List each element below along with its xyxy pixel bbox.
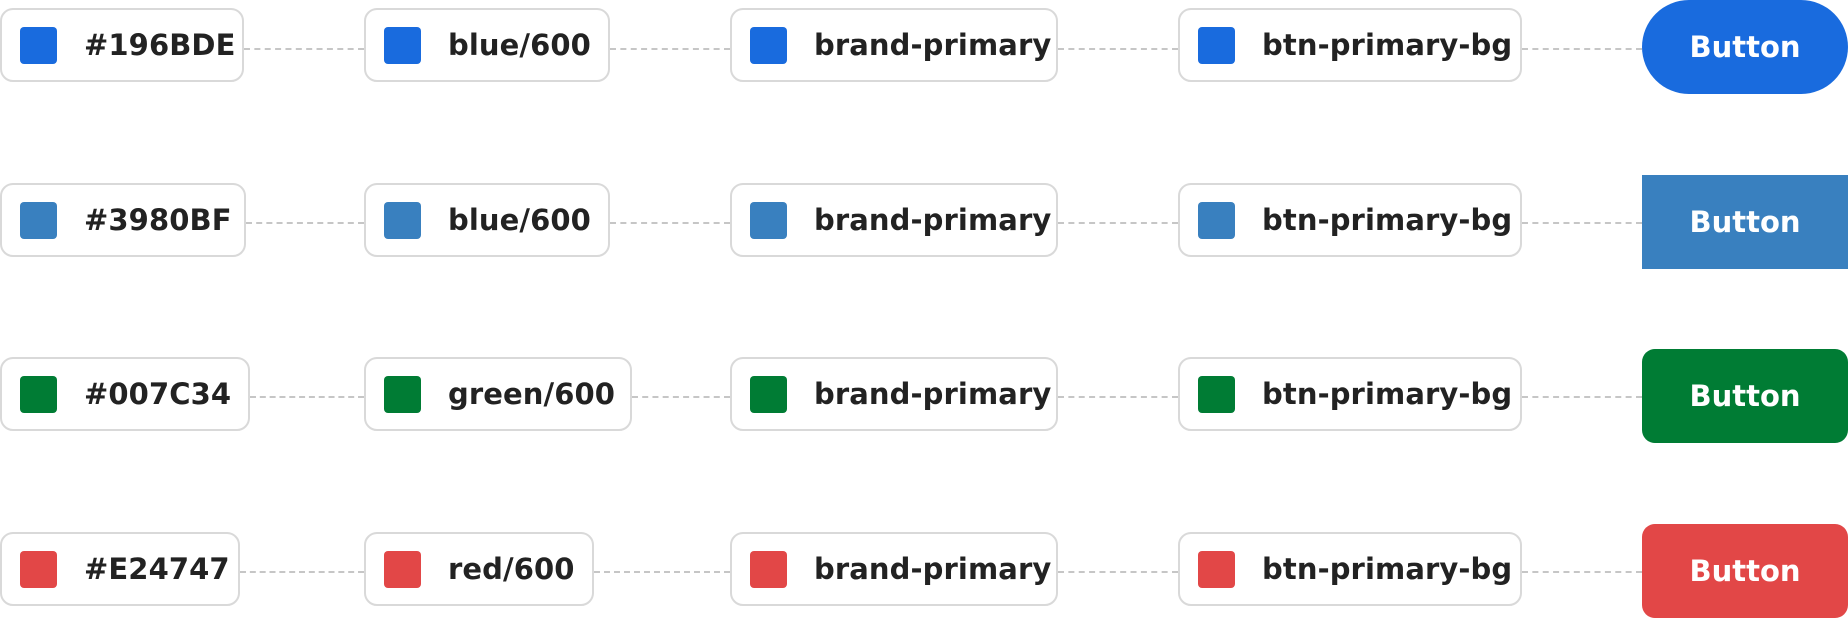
palette-token-label: red/600: [448, 552, 575, 586]
component-token-label: btn-primary-bg: [1262, 203, 1513, 237]
palette-token-node[interactable]: red/600: [364, 532, 594, 606]
preview-button[interactable]: Button: [1642, 524, 1848, 618]
hex-token-node[interactable]: #E24747: [0, 532, 240, 606]
connector-line: [1058, 48, 1178, 50]
connector-line: [1522, 396, 1642, 398]
palette-token-node[interactable]: blue/600: [364, 183, 610, 257]
palette-token-node[interactable]: green/600: [364, 357, 632, 431]
connector-line: [610, 222, 730, 224]
semantic-token-node[interactable]: brand-primary: [730, 183, 1058, 257]
color-swatch: [750, 550, 787, 588]
color-swatch: [750, 26, 787, 64]
semantic-token-node[interactable]: brand-primary: [730, 532, 1058, 606]
component-token-node[interactable]: btn-primary-bg: [1178, 532, 1522, 606]
semantic-token-label: brand-primary: [814, 552, 1052, 586]
connector-line: [240, 571, 364, 573]
connector-line: [246, 222, 364, 224]
component-token-node[interactable]: btn-primary-bg: [1178, 183, 1522, 257]
hex-token-label: #196BDE: [84, 28, 236, 62]
token-chain-row: #E24747 red/600 brand-primary btn-primar…: [0, 524, 1848, 624]
component-token-label: btn-primary-bg: [1262, 552, 1513, 586]
semantic-token-node[interactable]: brand-primary: [730, 8, 1058, 82]
connector-line: [1058, 222, 1178, 224]
palette-token-node[interactable]: blue/600: [364, 8, 610, 82]
connector-line: [610, 48, 730, 50]
color-swatch: [20, 201, 57, 239]
color-swatch: [1198, 375, 1235, 413]
color-swatch: [1198, 26, 1235, 64]
component-token-node[interactable]: btn-primary-bg: [1178, 8, 1522, 82]
hex-token-node[interactable]: #196BDE: [0, 8, 244, 82]
component-token-node[interactable]: btn-primary-bg: [1178, 357, 1522, 431]
connector-line: [1522, 48, 1642, 50]
component-token-label: btn-primary-bg: [1262, 28, 1513, 62]
connector-line: [1058, 396, 1178, 398]
preview-button[interactable]: Button: [1642, 349, 1848, 443]
connector-line: [1522, 222, 1642, 224]
hex-token-node[interactable]: #3980BF: [0, 183, 246, 257]
color-swatch: [1198, 550, 1235, 588]
color-swatch: [20, 550, 57, 588]
color-swatch: [1198, 201, 1235, 239]
semantic-token-label: brand-primary: [814, 377, 1052, 411]
token-chain-row: #196BDE blue/600 brand-primary btn-prima…: [0, 0, 1848, 100]
semantic-token-label: brand-primary: [814, 28, 1052, 62]
connector-line: [250, 396, 364, 398]
connector-line: [594, 571, 730, 573]
component-token-label: btn-primary-bg: [1262, 377, 1513, 411]
color-swatch: [384, 201, 421, 239]
preview-button[interactable]: Button: [1642, 175, 1848, 269]
connector-line: [1058, 571, 1178, 573]
connector-line: [244, 48, 364, 50]
color-swatch: [20, 26, 57, 64]
token-chain-row: #007C34 green/600 brand-primary btn-prim…: [0, 349, 1848, 449]
color-swatch: [384, 375, 421, 413]
color-swatch: [20, 375, 57, 413]
token-chain-row: #3980BF blue/600 brand-primary btn-prima…: [0, 175, 1848, 275]
semantic-token-node[interactable]: brand-primary: [730, 357, 1058, 431]
hex-token-label: #007C34: [84, 377, 232, 411]
color-swatch: [384, 550, 421, 588]
hex-token-label: #3980BF: [84, 203, 232, 237]
connector-line: [632, 396, 730, 398]
color-swatch: [384, 26, 421, 64]
color-swatch: [750, 201, 787, 239]
palette-token-label: blue/600: [448, 203, 591, 237]
hex-token-label: #E24747: [84, 552, 230, 586]
semantic-token-label: brand-primary: [814, 203, 1052, 237]
preview-button[interactable]: Button: [1642, 0, 1848, 94]
connector-line: [1522, 571, 1642, 573]
hex-token-node[interactable]: #007C34: [0, 357, 250, 431]
palette-token-label: blue/600: [448, 28, 591, 62]
palette-token-label: green/600: [448, 377, 616, 411]
color-swatch: [750, 375, 787, 413]
